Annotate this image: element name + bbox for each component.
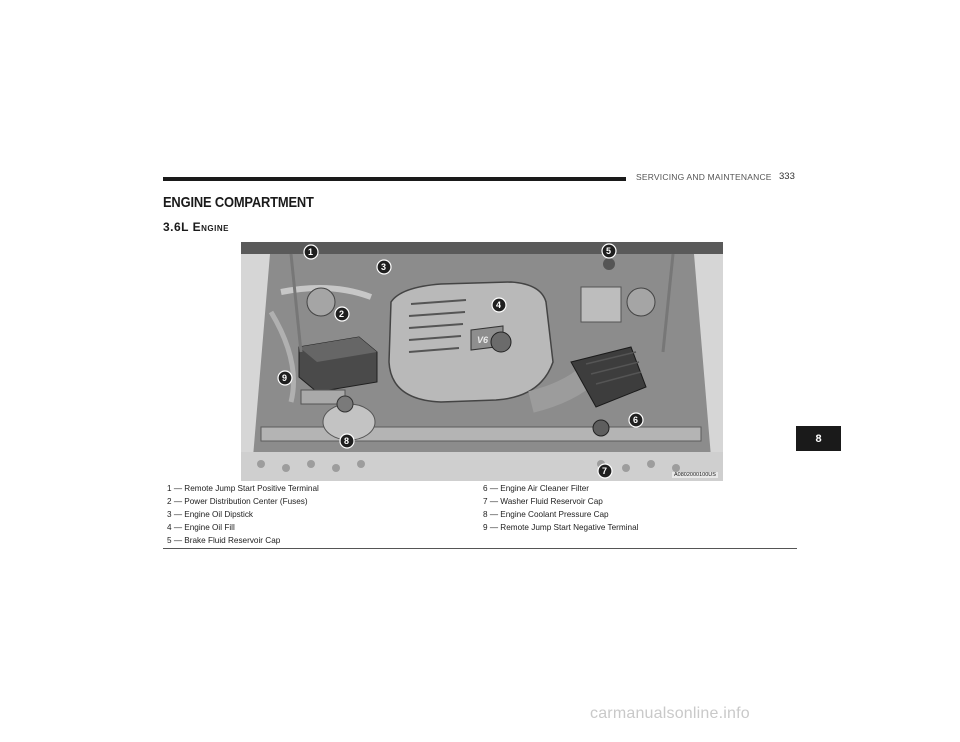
callout-2: 2: [334, 306, 350, 322]
callout-4: 4: [491, 297, 507, 313]
legend-item: 2 — Power Distribution Center (Fuses): [167, 497, 308, 506]
legend-item: 9 — Remote Jump Start Negative Terminal: [483, 523, 639, 532]
callout-3: 3: [376, 259, 392, 275]
header-section-title: SERVICING AND MAINTENANCE: [636, 172, 772, 182]
page-number: 333: [779, 171, 795, 182]
header-rule: [163, 177, 626, 181]
figure-code: A0802000100US: [672, 472, 718, 478]
svg-text:3: 3: [381, 262, 386, 272]
svg-text:2: 2: [339, 309, 344, 319]
svg-text:5: 5: [606, 246, 611, 256]
page-title: ENGINE COMPARTMENT: [163, 194, 314, 211]
svg-text:9: 9: [282, 373, 287, 383]
callout-6: 6: [628, 412, 644, 428]
chapter-tab[interactable]: 8: [796, 426, 841, 451]
callout-8: 8: [339, 433, 355, 449]
legend-item: 8 — Engine Coolant Pressure Cap: [483, 510, 609, 519]
legend-item: 5 — Brake Fluid Reservoir Cap: [167, 536, 281, 545]
svg-text:4: 4: [496, 300, 501, 310]
callout-7: 7: [597, 463, 613, 479]
callout-5: 5: [601, 243, 617, 259]
callout-1: 1: [303, 244, 319, 260]
engine-badge: V6: [477, 335, 489, 345]
svg-text:6: 6: [633, 415, 638, 425]
legend-item: 3 — Engine Oil Dipstick: [167, 510, 254, 519]
figure-legend: 1 — Remote Jump Start Positive Terminal …: [163, 482, 797, 549]
legend-item: 7 — Washer Fluid Reservoir Cap: [483, 497, 603, 506]
svg-text:7: 7: [602, 466, 607, 476]
legend-item: 6 — Engine Air Cleaner Filter: [483, 484, 590, 493]
callout-9: 9: [277, 370, 293, 386]
legend-item: 1 — Remote Jump Start Positive Terminal: [167, 484, 319, 493]
section-subtitle: 3.6L Engine: [163, 220, 229, 234]
engine-illustration: V6 1 2 3 4 5 6 7 8 9: [241, 242, 723, 481]
legend-item: 4 — Engine Oil Fill: [167, 523, 235, 532]
watermark: carmanualsonline.info: [590, 705, 750, 722]
svg-text:8: 8: [344, 436, 349, 446]
svg-text:1: 1: [308, 247, 313, 257]
engine-compartment-figure: V6 1 2 3 4 5 6 7 8 9 A0802000100US: [241, 242, 723, 481]
